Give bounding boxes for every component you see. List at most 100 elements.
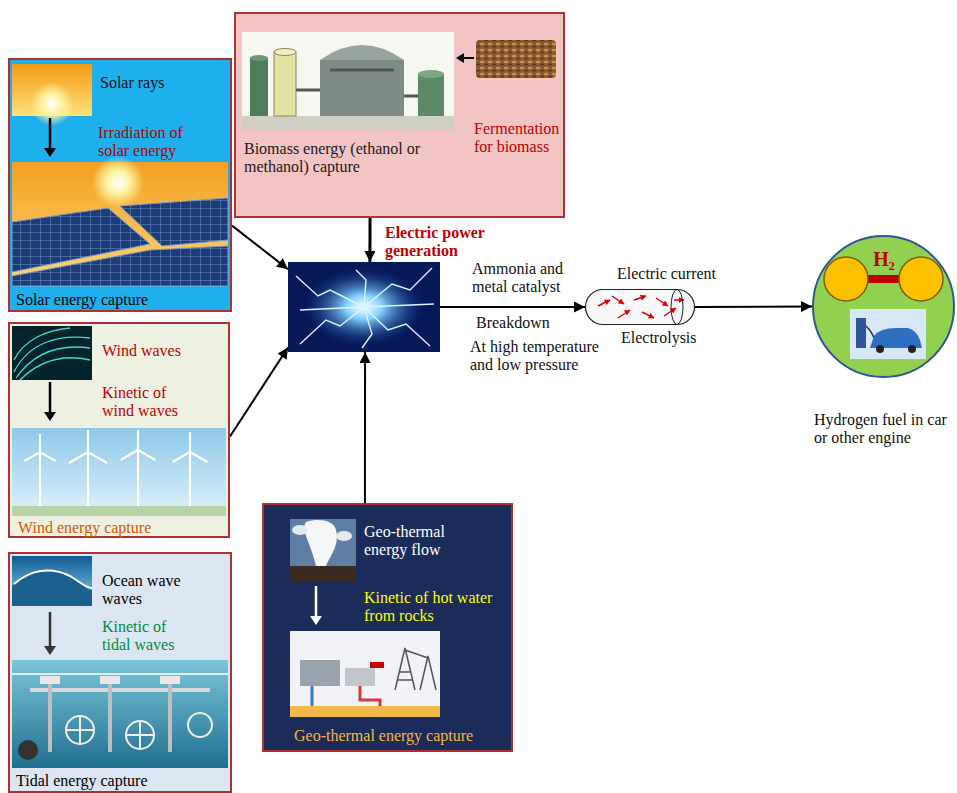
box-fill bbox=[8, 552, 232, 793]
wind-turbine-picture bbox=[24, 434, 55, 506]
tidal-turbine-picture bbox=[160, 676, 180, 684]
text-slot: Geo-thermal energy capture bbox=[294, 727, 509, 745]
solar-panel-picture bbox=[12, 208, 150, 272]
process-note: Irradiation of solar energy bbox=[98, 124, 210, 160]
electric-power-node: Electric power generation bbox=[288, 262, 440, 352]
tidal-turbine-picture bbox=[12, 660, 228, 768]
source-title: Geo-thermal energy flow bbox=[364, 523, 484, 559]
flow-arrow bbox=[49, 382, 52, 413]
biogas-plant-picture bbox=[418, 74, 444, 116]
electrolysis-tube-picture bbox=[585, 289, 695, 325]
tube-outline bbox=[586, 290, 695, 325]
hydrogen-car-circle: H₂Hydrogen fuel in car or other engine bbox=[812, 235, 955, 378]
flow-connector bbox=[232, 226, 288, 270]
geothermal-plant-picture bbox=[311, 686, 314, 710]
process-note: Kinetic of tidal waves bbox=[102, 618, 198, 654]
hydrogen-molecule-picture bbox=[868, 275, 900, 283]
flow-connector bbox=[368, 218, 371, 262]
flow-arrow bbox=[44, 118, 56, 157]
text-slot: Biomass energy (ethanol or methanol) cap… bbox=[244, 140, 470, 176]
text-slot: Kinetic of wind waves bbox=[102, 384, 202, 420]
car-picture bbox=[870, 328, 922, 348]
biogas-plant-picture bbox=[250, 55, 268, 61]
feed-arrow bbox=[456, 53, 474, 63]
wind-turbine-picture bbox=[173, 432, 208, 506]
tidal-turbine-picture bbox=[40, 676, 60, 684]
box-fill bbox=[8, 322, 230, 538]
tidal-turbine-picture bbox=[126, 721, 154, 749]
condition-label: Breakdown bbox=[476, 314, 576, 332]
geyser-picture bbox=[290, 566, 356, 581]
text-slot: Kinetic of hot water from rocks bbox=[364, 589, 509, 625]
box-fill bbox=[262, 503, 513, 752]
electricity-picture bbox=[296, 268, 434, 348]
flow-arrow bbox=[315, 586, 318, 617]
solar-panel-picture bbox=[12, 246, 228, 286]
text-slot: Wind energy capture bbox=[18, 519, 218, 537]
tube-label: Electrolysis bbox=[621, 329, 721, 347]
wind-turbine-picture bbox=[12, 428, 226, 516]
tube-outline bbox=[671, 290, 683, 325]
solar-panel-picture bbox=[120, 198, 228, 246]
feed-arrow bbox=[462, 57, 474, 59]
car-picture bbox=[850, 309, 926, 359]
node-caption: Hydrogen fuel in car or other engine bbox=[814, 411, 952, 447]
flow-arrow bbox=[44, 646, 56, 655]
electrolysis-tube-picture bbox=[664, 308, 676, 316]
biogas-plant-picture bbox=[274, 52, 296, 116]
electrolysis-tube-picture bbox=[598, 300, 610, 306]
biogas-plant-picture bbox=[250, 58, 268, 116]
capture-label: Geo-thermal energy capture bbox=[294, 727, 509, 745]
solar-box: Solar raysIrradiation of solar energySol… bbox=[8, 58, 232, 312]
flow-arrow bbox=[49, 612, 52, 647]
feed-arrow bbox=[456, 53, 464, 63]
biogas-plant-picture bbox=[418, 70, 444, 78]
hydrogen-molecule-picture bbox=[899, 257, 943, 301]
tube-label: Electric current bbox=[617, 265, 735, 283]
geyser-picture bbox=[290, 519, 356, 581]
geyser-picture bbox=[304, 520, 337, 566]
flow-connector bbox=[695, 306, 812, 309]
geyser-picture bbox=[290, 519, 356, 581]
car-picture bbox=[856, 318, 866, 348]
hydrogen-molecule-picture bbox=[824, 257, 868, 301]
car-picture bbox=[876, 345, 884, 353]
process-note: Kinetic of wind waves bbox=[102, 384, 202, 420]
wind-turbine-picture bbox=[12, 506, 226, 516]
tidal-box: Ocean wave wavesKinetic of tidal wavesTi… bbox=[8, 552, 232, 793]
circle-outline bbox=[813, 236, 954, 377]
electrolysis-tube-picture bbox=[612, 296, 624, 304]
text-slot: Tidal energy capture bbox=[16, 772, 226, 790]
biogas-plant-picture bbox=[242, 32, 454, 130]
geothermal-plant-picture bbox=[300, 660, 340, 686]
ocean-wave-picture bbox=[12, 556, 92, 606]
wind-turbine-picture bbox=[12, 428, 226, 516]
electricity-picture bbox=[288, 262, 440, 352]
flow-connector bbox=[364, 352, 366, 503]
tidal-turbine-picture bbox=[12, 660, 228, 768]
text-slot: H₂ bbox=[864, 247, 904, 271]
text-slot: Irradiation of solar energy bbox=[98, 124, 210, 160]
tidal-turbine-picture bbox=[30, 688, 210, 692]
flow-arrow bbox=[310, 616, 322, 625]
wind-swirl-picture bbox=[14, 328, 90, 380]
flow-arrow bbox=[44, 612, 56, 655]
tidal-turbine-picture bbox=[50, 680, 170, 752]
tidal-turbine-picture bbox=[12, 673, 228, 675]
geothermal-plant-picture bbox=[290, 631, 440, 717]
text-slot: Ocean wave waves bbox=[102, 572, 192, 608]
geothermal-plant-picture bbox=[360, 686, 380, 710]
sun-picture bbox=[30, 82, 74, 126]
ocean-wave-picture bbox=[12, 571, 92, 606]
biogas-plant-picture bbox=[320, 60, 404, 116]
source-title: Solar rays bbox=[100, 74, 220, 92]
wind-turbine-picture bbox=[69, 430, 107, 506]
geothermal-plant-picture bbox=[290, 706, 440, 717]
flow-arrow bbox=[44, 382, 56, 421]
box-fill bbox=[8, 12, 954, 793]
geothermal-plant-picture bbox=[290, 631, 440, 717]
flow-arrow bbox=[44, 412, 56, 421]
electrolysis-tube: Electric currentElectrolysis bbox=[585, 289, 695, 325]
geothermal-box: Geo-thermal energy flowKinetic of hot wa… bbox=[262, 503, 513, 752]
